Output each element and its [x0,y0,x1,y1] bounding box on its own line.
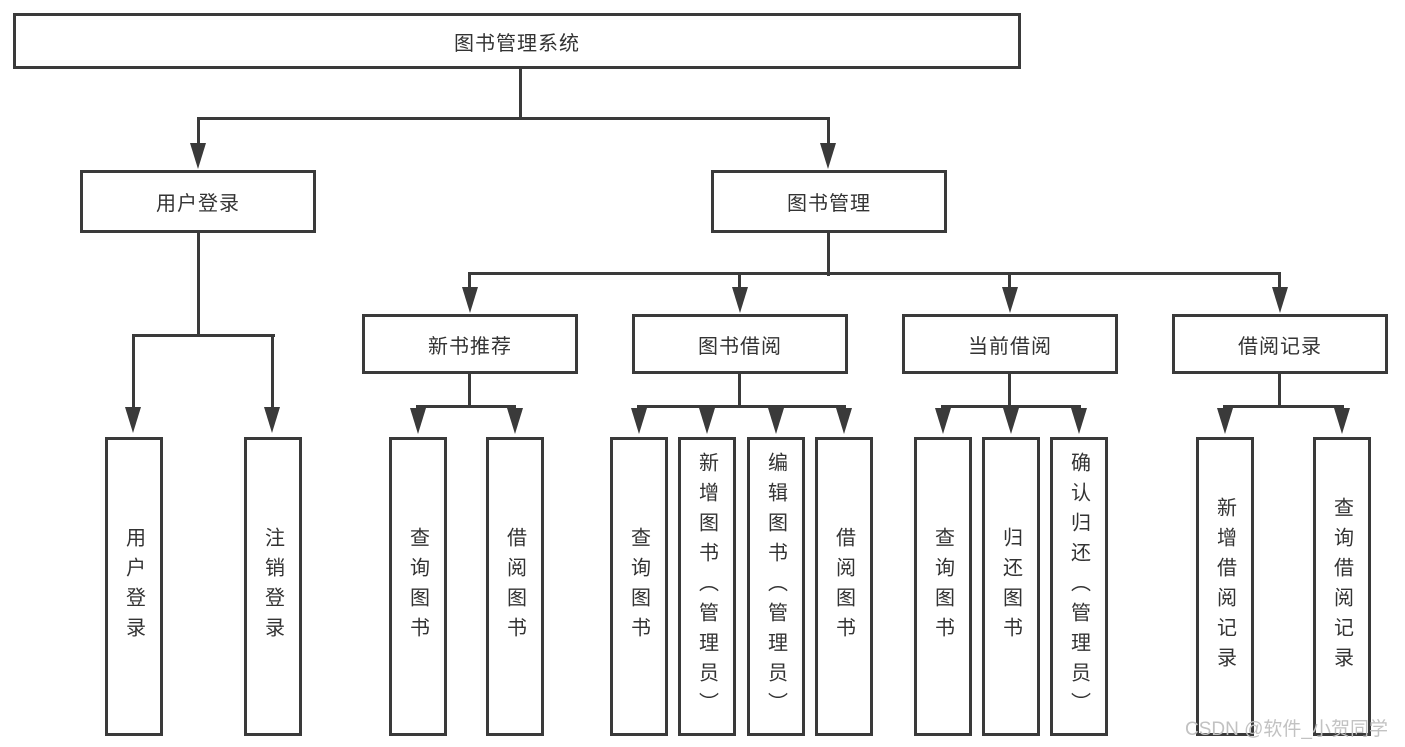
connector-line [416,405,516,408]
arrowhead-down [410,408,426,434]
leaf-confirm-return-admin-label: 确认归还（管理员） [1067,451,1090,722]
leaf-current-query-books: 查询图书 [914,437,972,736]
node-book-management: 图书管理 [711,170,947,233]
connector-line [132,334,135,412]
arrowhead-down [507,408,523,434]
arrowhead-down [631,408,647,434]
arrowhead-down [1003,408,1019,434]
leaf-edit-books-admin-label: 编辑图书（管理员） [764,451,787,722]
arrowhead-down [125,407,141,433]
node-new-book-recommend: 新书推荐 [362,314,578,374]
arrowhead-down [836,408,852,434]
leaf-recommend-query-books: 查询图书 [389,437,447,736]
arrowhead-down [1071,408,1087,434]
connector-line [197,117,830,120]
csdn-watermark: CSDN @软件_小贺同学 [1185,719,1388,740]
connector-line [519,69,522,119]
arrowhead-down [1002,287,1018,313]
leaf-query-borrow-record-label: 查询借阅记录 [1330,496,1353,677]
arrowhead-down [1334,408,1350,434]
connector-line [1223,405,1344,408]
leaf-recommend-borrow-books: 借阅图书 [486,437,544,736]
arrowhead-down [190,143,206,169]
leaf-confirm-return-admin: 确认归还（管理员） [1050,437,1108,736]
leaf-query-borrow-record: 查询借阅记录 [1313,437,1371,736]
leaf-add-borrow-record-label: 新增借阅记录 [1213,496,1236,677]
connector-line [941,405,1081,408]
connector-line [1008,374,1011,408]
leaf-user-login-label: 用户登录 [122,526,145,647]
leaf-logout-label: 注销登录 [261,526,284,647]
leaf-user-login: 用户登录 [105,437,163,736]
connector-line [1278,374,1281,408]
leaf-return-books: 归还图书 [982,437,1040,736]
connector-line [738,272,741,290]
arrowhead-down [935,408,951,434]
arrowhead-down [820,143,836,169]
leaf-add-books-admin-label: 新增图书（管理员） [695,451,718,722]
node-user-login: 用户登录 [80,170,316,233]
leaf-add-borrow-record: 新增借阅记录 [1196,437,1254,736]
connector-line [469,272,1280,275]
node-borrow-records: 借阅记录 [1172,314,1388,374]
connector-line [468,272,471,290]
node-root-library-system: 图书管理系统 [13,13,1021,69]
arrowhead-down [1217,408,1233,434]
arrowhead-down [768,408,784,434]
connector-line [132,334,275,337]
leaf-edit-books-admin: 编辑图书（管理员） [747,437,805,736]
leaf-add-books-admin: 新增图书（管理员） [678,437,736,736]
leaf-logout: 注销登录 [244,437,302,736]
arrowhead-down [264,407,280,433]
connector-line [738,374,741,408]
leaf-borrow-books-label: 借阅图书 [832,526,855,647]
arrowhead-down [1272,287,1288,313]
leaf-recommend-borrow-books-label: 借阅图书 [503,526,526,647]
node-book-borrow: 图书借阅 [632,314,848,374]
connector-line [271,334,274,412]
connector-line [1008,272,1011,290]
leaf-return-books-label: 归还图书 [999,526,1022,647]
leaf-recommend-query-books-label: 查询图书 [406,526,429,647]
node-current-borrow: 当前借阅 [902,314,1118,374]
leaf-borrow-books: 借阅图书 [815,437,873,736]
connector-line [637,405,846,408]
leaf-current-query-books-label: 查询图书 [931,526,954,647]
leaf-borrow-query-books-label: 查询图书 [627,526,650,647]
arrowhead-down [732,287,748,313]
connector-line [468,374,471,408]
connector-line [197,233,200,337]
connector-line [827,117,830,147]
leaf-borrow-query-books: 查询图书 [610,437,668,736]
arrowhead-down [462,287,478,313]
arrowhead-down [699,408,715,434]
connector-line [1278,272,1281,290]
connector-line [197,117,200,147]
connector-line [827,233,830,276]
